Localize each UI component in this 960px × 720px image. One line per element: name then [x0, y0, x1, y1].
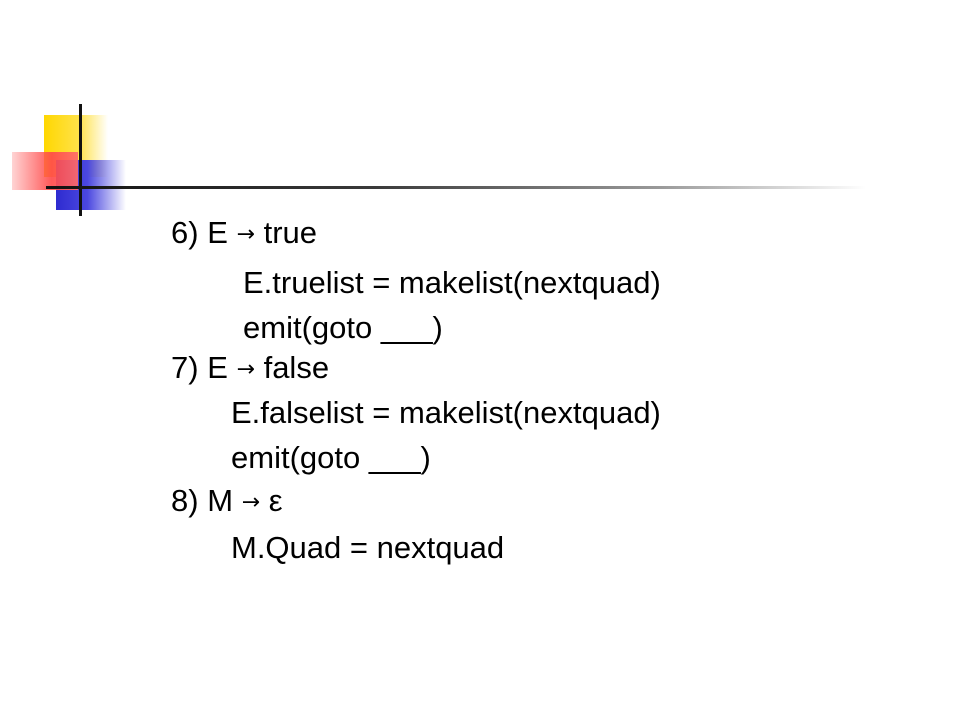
rule-8-action-1: M.Quad = nextquad	[231, 530, 505, 565]
rule-6-action-1: E.truelist = makelist(nextquad)	[243, 265, 661, 300]
rule-6-production: 6) E → true	[171, 215, 317, 253]
right-arrow-icon: →	[241, 490, 261, 515]
rule-number: 7)	[171, 350, 199, 385]
rule-7-action-1: E.falselist = makelist(nextquad)	[231, 395, 661, 430]
right-arrow-icon: →	[236, 357, 255, 382]
rule-7-action-2: emit(goto ___)	[231, 440, 431, 475]
rule-rhs: true	[263, 215, 317, 250]
right-arrow-icon: →	[236, 222, 255, 247]
red-square-decoration	[12, 152, 78, 190]
rule-rhs: false	[263, 350, 330, 385]
rule-lhs: E	[207, 350, 228, 385]
rule-number: 6)	[171, 215, 199, 250]
rule-lhs: E	[207, 215, 228, 250]
rule-8-production: 8) M → ε	[171, 483, 283, 521]
rule-6-action-2: emit(goto ___)	[243, 310, 443, 345]
rule-rhs: ε	[268, 483, 283, 518]
vertical-rule	[79, 104, 82, 216]
horizontal-rule	[46, 186, 866, 189]
slide-logo-decoration	[0, 0, 960, 240]
rule-7-production: 7) E → false	[171, 350, 329, 388]
rule-lhs: M	[207, 483, 234, 518]
rule-number: 8)	[171, 483, 199, 518]
